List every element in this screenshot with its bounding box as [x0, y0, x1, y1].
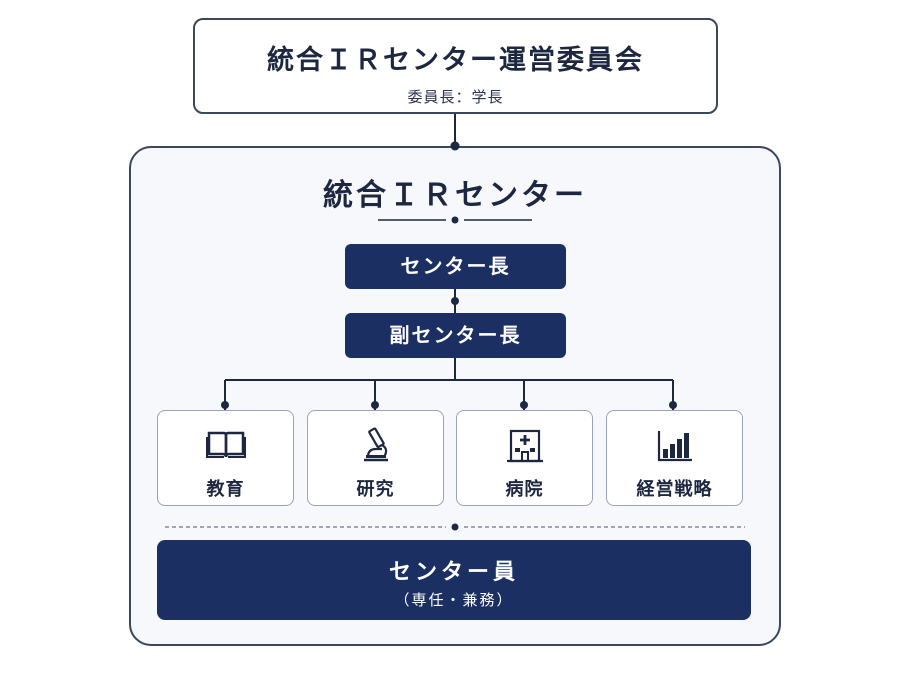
hospital-icon [457, 427, 592, 463]
staff-subtitle: （専任・兼務） [394, 591, 514, 609]
dept-hospital: 病院 [456, 410, 593, 506]
staff-title: センター員 [388, 559, 519, 585]
dept-education: 教育 [157, 410, 294, 506]
bar-chart-icon [607, 427, 742, 463]
microscope-icon [308, 427, 443, 463]
dept-label: 病院 [505, 479, 544, 500]
staff-box: センター員 （専任・兼務） [157, 540, 751, 620]
center-title: 統合ＩＲセンター [323, 178, 587, 213]
title-ornament [378, 216, 532, 224]
book-icon [158, 427, 293, 463]
committee-box: 統合ＩＲセンター運営委員会 委員長：学長 [193, 18, 718, 114]
dept-label: 経営戦略 [636, 479, 713, 500]
vice-director-box: 副センター長 [345, 313, 566, 358]
dept-research: 研究 [307, 410, 444, 506]
dashed-divider [165, 523, 745, 531]
committee-subtitle: 委員長：学長 [407, 88, 504, 106]
dept-strategy: 経営戦略 [606, 410, 743, 506]
committee-title: 統合ＩＲセンター運営委員会 [267, 45, 644, 76]
dept-label: 教育 [206, 479, 245, 500]
director-box: センター長 [345, 244, 566, 289]
dept-label: 研究 [356, 479, 395, 500]
